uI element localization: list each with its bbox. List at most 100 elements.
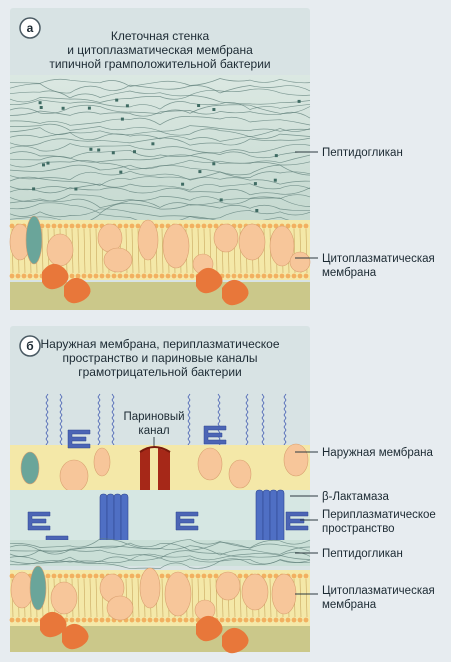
membrane-protein — [137, 219, 159, 261]
lipid-head — [225, 273, 231, 279]
lipid-head — [87, 573, 93, 579]
lipid-head — [189, 223, 195, 229]
lipid-head — [9, 573, 15, 579]
lipid-tail — [161, 578, 164, 618]
lipid-tail — [77, 578, 80, 618]
beta-lactamase — [120, 493, 129, 547]
panel-a-title-3: типичной грамположительной бактерии — [49, 57, 270, 71]
porin-label-2: канал — [138, 425, 169, 437]
peptidoglycan-fiber — [9, 104, 311, 115]
lipid-head — [15, 617, 21, 623]
beta-lactamase — [106, 493, 115, 547]
lipid-head — [249, 617, 255, 623]
cytoplasmic-protein — [62, 623, 89, 650]
lipid-tail — [47, 578, 50, 618]
lipoprotein — [285, 511, 309, 531]
membrane-protein — [20, 451, 40, 485]
lipoprotein — [175, 511, 199, 531]
lps-chain — [111, 393, 115, 449]
lipid-head — [159, 273, 165, 279]
membrane-protein — [162, 223, 190, 269]
lipid-head — [207, 573, 213, 579]
membrane-protein — [213, 223, 239, 253]
porin-label-1: Париновый — [123, 411, 184, 423]
lipid-head — [159, 617, 165, 623]
periplasmic-label-2: пространство — [322, 523, 395, 535]
peptidoglycan-fiber — [9, 194, 311, 202]
peptidoglycan-fiber — [9, 154, 311, 164]
lipid-head — [243, 617, 249, 623]
peptidoglycan-crosslink — [115, 98, 119, 102]
lipoprotein — [67, 429, 91, 449]
lipid-head — [33, 273, 39, 279]
peptidoglycan-fiber — [9, 127, 311, 138]
panel-b-outer-membrane-contents — [20, 425, 309, 493]
panel-b-peptidoglycan-layer — [10, 540, 310, 566]
lipid-head — [117, 223, 123, 229]
lipid-head — [51, 223, 57, 229]
membrane-protein — [59, 459, 89, 493]
panel-b-peptidoglycan-fibers — [9, 538, 311, 570]
lipid-head — [75, 273, 81, 279]
peptidoglycan-crosslink — [274, 154, 278, 158]
lipid-head — [231, 273, 237, 279]
lipid-head — [231, 617, 237, 623]
lipid-head — [267, 573, 273, 579]
lipid-head — [189, 273, 195, 279]
peptidoglycan-fiber — [9, 553, 311, 563]
membrane-protein — [93, 447, 111, 477]
panel-a-title-2: и цитоплазматическая мембрана — [67, 43, 253, 57]
peptidoglycan-crosslink — [89, 147, 93, 151]
lipid-head — [57, 573, 63, 579]
lipid-head — [9, 273, 15, 279]
lps-chain — [261, 393, 265, 449]
lipid-head — [129, 223, 135, 229]
cytoplasmic-protein — [64, 277, 91, 304]
peptidoglycan-crosslink — [151, 142, 155, 146]
peptidoglycan-fiber — [9, 545, 311, 556]
peptidoglycan-crosslink — [111, 151, 115, 155]
lipid-head — [75, 617, 81, 623]
panel-a-membrane-proteins — [9, 215, 311, 275]
lipid-head — [63, 573, 69, 579]
lipid-head — [135, 573, 141, 579]
lipid-head — [21, 273, 27, 279]
membrane-protein — [106, 595, 134, 621]
lipid-head — [189, 617, 195, 623]
peptidoglycan-crosslink — [181, 182, 185, 186]
lipid-head — [87, 223, 93, 229]
lps-chain — [97, 393, 101, 449]
peptidoglycan-fiber — [9, 187, 311, 196]
membrane-protein — [10, 571, 34, 609]
membrane-protein — [238, 223, 266, 261]
lipid-head — [261, 273, 267, 279]
lipid-head — [75, 573, 81, 579]
lipid-head — [129, 573, 135, 579]
lipid-head — [69, 273, 75, 279]
panel-b-membrane-proteins — [10, 565, 297, 621]
lipid-head — [177, 617, 183, 623]
panel-a-title-1: Клеточная стенка — [111, 29, 210, 43]
panel-b: б Наружная мембрана, периплазматическое … — [9, 326, 436, 654]
peptidoglycan-crosslink — [125, 104, 129, 108]
lipid-head — [219, 617, 225, 623]
cytoplasmic-protein — [196, 267, 223, 294]
panel-b-badge — [19, 335, 41, 357]
panel-b-title-1: Наружная мембрана, периплазматическое — [40, 337, 279, 351]
lipid-tail — [191, 228, 194, 274]
panel-b-title-2: пространство и париновые каналы — [62, 351, 257, 365]
lipid-head — [9, 223, 15, 229]
lipid-head — [183, 223, 189, 229]
lps-chain — [187, 393, 191, 449]
peptidoglycan-crosslink — [212, 162, 216, 166]
lipid-head — [195, 573, 201, 579]
lipid-head — [201, 223, 207, 229]
peptidoglycan-fiber — [9, 132, 311, 142]
peptidoglycan-fiber — [9, 170, 311, 181]
lipid-head — [87, 273, 93, 279]
lipid-head — [33, 617, 39, 623]
panel-a-badge — [19, 17, 41, 39]
lipid-head — [171, 273, 177, 279]
panel-a-peptidoglycan-layer — [10, 75, 310, 225]
lipid-head — [87, 617, 93, 623]
